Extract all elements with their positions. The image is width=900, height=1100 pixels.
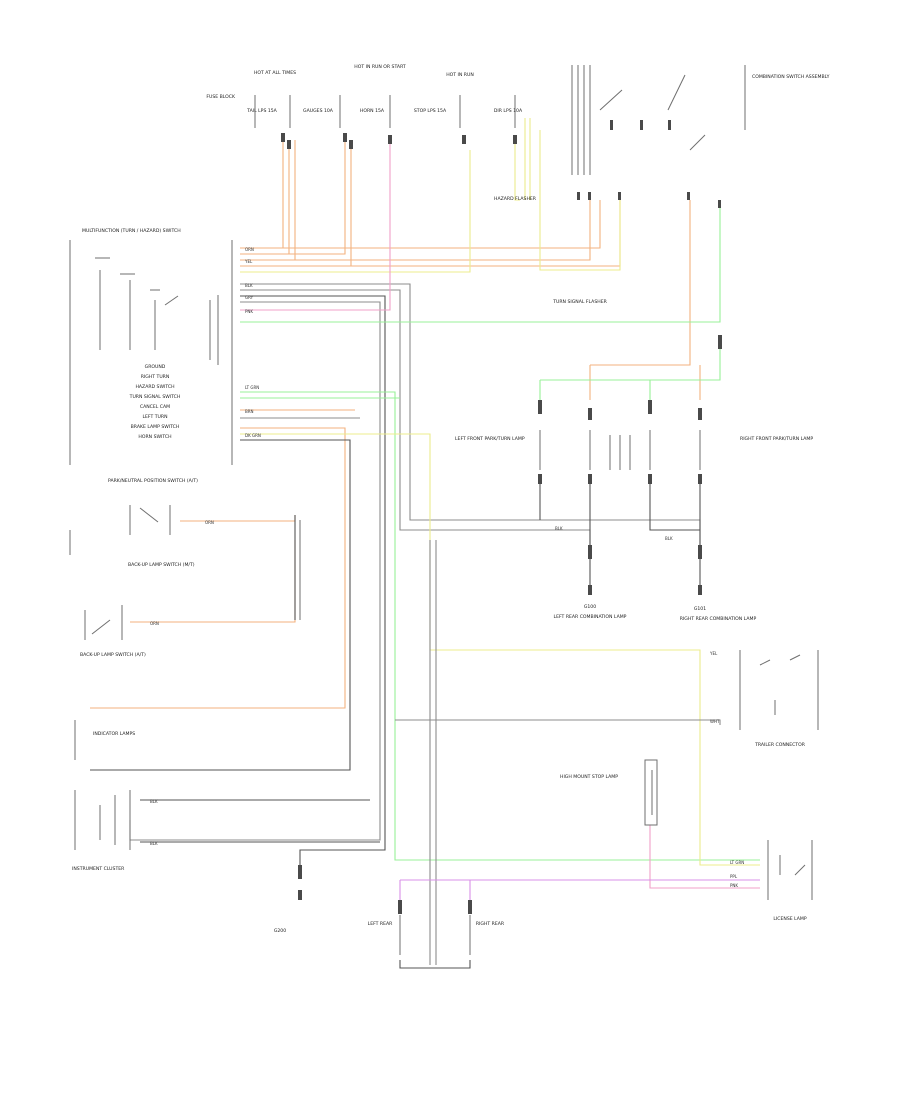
label-turn-signal-switch: TURN SIGNAL SWITCH: [129, 394, 181, 400]
label-indicator-lamps: INDICATOR LAMPS: [93, 731, 135, 737]
wire-label: BLK: [150, 841, 158, 846]
label-cancel-cam: CANCEL CAM: [140, 404, 170, 410]
wire-label: WHT: [710, 719, 720, 724]
wire-label: YEL: [709, 651, 718, 656]
wire-label: LT GRN: [245, 385, 259, 390]
wire-label: PNK: [245, 309, 253, 314]
label-ground: GROUND: [145, 364, 166, 370]
front-lamps: [538, 335, 722, 484]
label-right-rear: RIGHT REAR: [476, 921, 505, 927]
label-hot-at-all-times: HOT AT ALL TIMES: [254, 70, 296, 76]
wire-label: BLK: [665, 536, 673, 541]
wire-label: BLK: [245, 283, 253, 288]
wire-label: PNK: [730, 883, 738, 888]
multifunction-switch: [69, 240, 233, 465]
wire-label: LT GRN: [730, 860, 744, 865]
label-trailer-connector: TRAILER CONNECTOR: [754, 742, 806, 748]
label-multifunction-switch: MULTIFUNCTION (TURN / HAZARD) SWITCH: [82, 228, 181, 234]
label-park-neutral-switch: PARK/NEUTRAL POSITION SWITCH (A/T): [108, 478, 198, 484]
label-hazard-switch: HAZARD SWITCH: [135, 384, 174, 390]
label-hazard-flasher: HAZARD FLASHER: [494, 196, 537, 202]
label-fuse-block: FUSE BLOCK: [206, 94, 236, 100]
label-horn-fuse: HORN 15A: [360, 108, 385, 114]
wire-label: BRN: [245, 409, 254, 414]
wire-label: ORN: [245, 247, 254, 252]
label-hot-in-run-or-start: HOT IN RUN OR START: [354, 64, 406, 70]
label-right-front-lamp: RIGHT FRONT PARK/TURN LAMP: [740, 436, 813, 442]
label-g101: G101: [694, 606, 706, 612]
instrument-cluster: [74, 720, 131, 850]
wire-label: DK GRN: [245, 433, 261, 438]
label-g200: G200: [274, 928, 286, 934]
label-backup-switch-at: BACK-UP LAMP SWITCH (A/T): [80, 652, 146, 658]
label-backup-switch-mt: BACK-UP LAMP SWITCH (M/T): [128, 562, 195, 568]
label-left-rear-lamp: LEFT REAR COMBINATION LAMP: [554, 614, 627, 620]
right-labels: LEFT FRONT PARK/TURN LAMP RIGHT FRONT PA…: [274, 436, 814, 934]
trailer-and-rear-lamps: [398, 650, 819, 955]
wire-label: BLK: [150, 799, 158, 804]
label-right-rear-lamp: RIGHT REAR COMBINATION LAMP: [680, 616, 757, 622]
ground-points: [298, 545, 702, 900]
label-right-turn: RIGHT TURN: [141, 374, 170, 380]
label-left-turn: LEFT TURN: [142, 414, 167, 420]
label-gauges-fuse: GAUGES 10A: [303, 108, 334, 114]
label-combination-switch: COMBINATION SWITCH ASSEMBLY: [752, 74, 830, 80]
label-high-mount-stop: HIGH MOUNT STOP LAMP: [560, 774, 618, 780]
label-license-lamp: LICENSE LAMP: [773, 916, 807, 922]
label-turn-signal-flasher: TURN SIGNAL FLASHER: [552, 299, 607, 305]
label-tail-lps-fuse: TAIL LPS 15A: [246, 108, 278, 114]
top-labels: HOT AT ALL TIMES HOT IN RUN OR START HOT…: [206, 64, 829, 305]
wire-labels: ORN YEL BLK GRY PNK LT GRN BRN DK GRN OR…: [150, 247, 744, 888]
label-hot-in-run: HOT IN RUN: [446, 72, 474, 78]
label-instrument-cluster: INSTRUMENT CLUSTER: [72, 866, 125, 872]
label-dir-lps-fuse: DIR LPS 10A: [494, 108, 523, 114]
wire-label: GRY: [245, 295, 254, 300]
label-left-front-lamp: LEFT FRONT PARK/TURN LAMP: [455, 436, 525, 442]
combination-switch-assembly: [571, 65, 746, 208]
fuse-block: [254, 95, 517, 149]
neutral-backup-switches: [69, 505, 301, 640]
wire-label: ORN: [150, 621, 159, 626]
wire-label: ORN: [205, 520, 214, 525]
wire-label: YEL: [244, 259, 253, 264]
wire-group: [90, 118, 760, 969]
label-brake-lamp-switch: BRAKE LAMP SWITCH: [131, 424, 180, 430]
label-horn-switch: HORN SWITCH: [138, 434, 171, 440]
label-stop-lps-fuse: STOP LPS 15A: [414, 108, 447, 114]
label-g100: G100: [584, 604, 596, 610]
wire-label: BLK: [555, 526, 563, 531]
left-labels: MULTIFUNCTION (TURN / HAZARD) SWITCH GRO…: [72, 228, 198, 872]
wire-label: PPL: [730, 874, 738, 879]
label-left-rear: LEFT REAR: [368, 921, 394, 927]
